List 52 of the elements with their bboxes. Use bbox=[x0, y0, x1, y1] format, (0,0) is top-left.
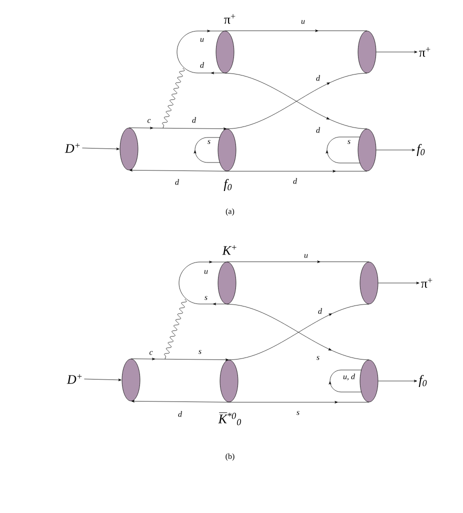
particle-label: π$^{+}$ bbox=[419, 47, 430, 57]
hadron-ellipse bbox=[358, 30, 376, 74]
quark-line bbox=[82, 148, 120, 150]
quark-line bbox=[226, 170, 368, 172]
hadron-ellipse bbox=[360, 360, 378, 402]
quark-label: d bbox=[200, 62, 204, 68]
panel-caption: (b) bbox=[226, 453, 234, 461]
quark-label: d bbox=[175, 179, 180, 185]
quark-label: s bbox=[316, 356, 320, 360]
quark-line bbox=[130, 358, 230, 361]
particle-label: D$^{+}$ bbox=[66, 374, 82, 384]
particle-label: f$_{0}$ bbox=[224, 179, 232, 191]
quark-label: d bbox=[316, 127, 320, 133]
quark-line bbox=[131, 400, 230, 402]
quark-label: u bbox=[301, 20, 305, 24]
quark-label: u bbox=[304, 254, 308, 258]
quark-line bbox=[378, 380, 418, 382]
quark-label: d bbox=[192, 117, 196, 123]
quark-line bbox=[84, 378, 122, 382]
quark-label: s bbox=[204, 296, 208, 300]
particle-label: K$^{*0}$0 bbox=[218, 412, 242, 426]
quark-label: d bbox=[293, 178, 298, 184]
quark-label: d bbox=[318, 308, 322, 314]
quark-line bbox=[376, 148, 416, 152]
hadron-ellipse bbox=[120, 128, 138, 170]
particle-label: K$^{+}$ bbox=[222, 245, 236, 255]
quark-label: d bbox=[178, 411, 182, 417]
particle-label: π$^{+}$ bbox=[421, 278, 432, 288]
quark-line bbox=[226, 260, 370, 264]
hadron-ellipse bbox=[122, 358, 140, 402]
quark-label: u bbox=[204, 270, 208, 274]
particle-label: f$_{0}$ bbox=[418, 375, 427, 387]
hadron-ellipse bbox=[360, 262, 378, 304]
hadron-ellipse bbox=[358, 128, 376, 172]
quark-label: s bbox=[296, 411, 300, 415]
particle-label: π$^{+}$ bbox=[224, 14, 236, 24]
quark-label: u bbox=[200, 38, 204, 42]
particle-label: f$_{0}$ bbox=[416, 144, 425, 156]
quark-line bbox=[376, 50, 418, 54]
quark-line bbox=[228, 400, 370, 404]
quark-label: s bbox=[198, 350, 202, 354]
quark-line bbox=[378, 282, 420, 284]
quark-line bbox=[129, 168, 228, 172]
quark-label: s bbox=[348, 140, 350, 144]
quark-label: c bbox=[149, 351, 153, 355]
panel-caption: (a) bbox=[226, 208, 234, 216]
quark-line bbox=[128, 126, 228, 130]
quark-line bbox=[224, 30, 368, 32]
quark-label: c bbox=[147, 119, 151, 123]
quark-label: s bbox=[208, 140, 210, 144]
quark-label: d bbox=[316, 75, 320, 81]
particle-label: D$^{+}$ bbox=[64, 143, 80, 153]
